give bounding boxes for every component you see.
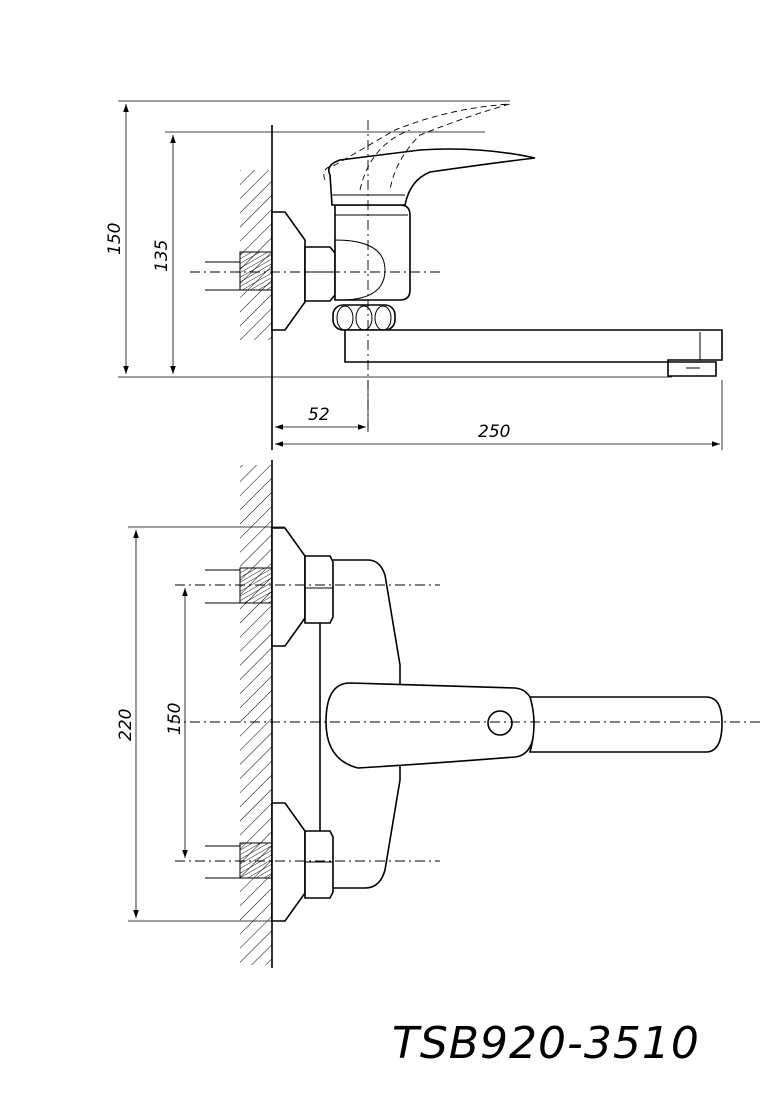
dim-label-150-side: 150 (105, 223, 125, 255)
wall-hatch-bottom (240, 465, 272, 965)
hex-nut-upper (304, 555, 334, 624)
spout-front (528, 696, 723, 753)
dim-label-52: 52 (308, 405, 330, 425)
side-view: 150 135 52 250 (105, 100, 723, 450)
escutcheon-upper (271, 527, 306, 647)
dim-label-135: 135 (152, 240, 172, 272)
dim-inlet-spacing: 150 (165, 588, 188, 858)
handle-pivot (487, 710, 513, 736)
lever-handle-ghost (323, 103, 511, 191)
lever-handle-side (327, 148, 536, 206)
escutcheon-lower (271, 802, 306, 922)
dim-label-150-front: 150 (165, 703, 185, 735)
mixer-body-side (334, 204, 411, 301)
dim-body-offset: 52 (275, 380, 369, 432)
spout-connector (332, 304, 396, 331)
dim-total-height: 150 (105, 100, 672, 378)
inlet-thread-lower (239, 842, 273, 879)
dim-label-220: 220 (116, 709, 136, 741)
escutcheon-side (271, 211, 306, 331)
dim-handle-height: 135 (152, 131, 485, 374)
dim-overall-height: 220 (116, 526, 285, 922)
hex-nut-lower (304, 830, 334, 899)
hex-nut-side (304, 246, 336, 302)
dim-spout-reach: 250 (275, 380, 723, 450)
model-code: TSB920-3510 (392, 1018, 700, 1069)
dim-label-250: 250 (478, 422, 510, 442)
inlet-thread-upper (239, 567, 273, 604)
front-view: 220 150 (116, 460, 760, 968)
spout-side (344, 329, 723, 377)
inlet-thread-side (239, 251, 273, 291)
